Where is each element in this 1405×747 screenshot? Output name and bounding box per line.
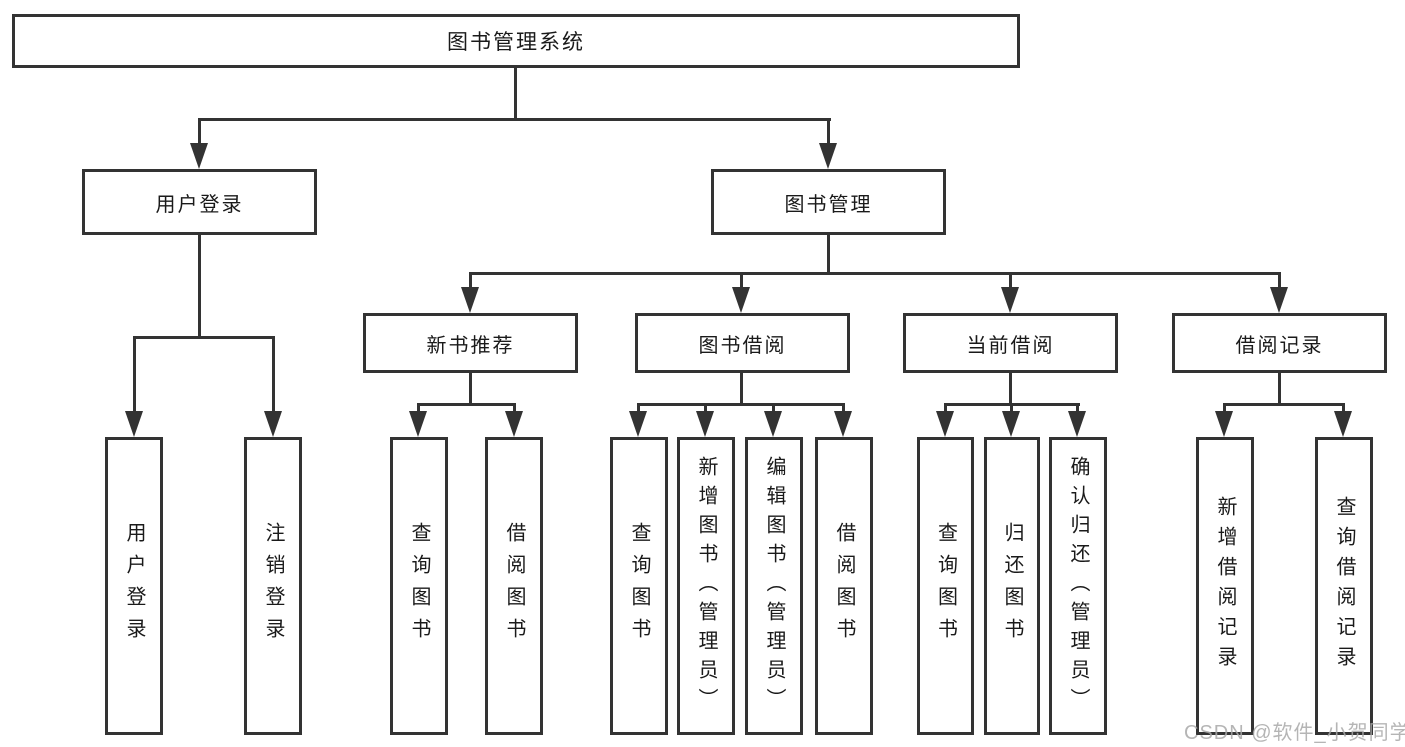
connector-line <box>740 373 743 406</box>
connector-line <box>133 336 136 413</box>
leaf-user-login: 用户登录 <box>105 437 163 735</box>
connector-line <box>1342 403 1345 413</box>
node-label: 新书推荐 <box>426 334 515 357</box>
connector-line <box>469 272 1281 275</box>
connector-line <box>772 403 775 413</box>
arrow-down-icon <box>190 143 208 169</box>
connector-line <box>514 67 517 120</box>
arrow-down-icon <box>732 287 750 313</box>
leaf-label: 借阅图书 <box>503 522 525 650</box>
connector-line <box>1076 403 1079 413</box>
connector-line <box>133 336 275 339</box>
node-label: 借阅记录 <box>1235 334 1324 357</box>
node-label: 图书借阅 <box>698 334 787 357</box>
leaf-add-books-admin: 新增图书（管理员） <box>677 437 735 735</box>
leaf-label: 注销登录 <box>262 522 284 650</box>
node-current-borrowing: 当前借阅 <box>903 313 1118 373</box>
arrow-down-icon <box>1215 411 1233 437</box>
connector-line <box>827 118 830 146</box>
arrow-down-icon <box>696 411 714 437</box>
arrow-down-icon <box>1270 287 1288 313</box>
arrow-down-icon <box>264 411 282 437</box>
leaf-label: 归还图书 <box>1001 522 1023 650</box>
leaf-borrow-books-recommend: 借阅图书 <box>485 437 543 735</box>
arrow-down-icon <box>819 143 837 169</box>
watermark: CSDN @软件_小贺同学 <box>1184 722 1405 744</box>
arrow-down-icon <box>125 411 143 437</box>
leaf-query-books-borrow: 查询图书 <box>610 437 668 735</box>
node-user-login: 用户登录 <box>82 169 317 235</box>
connector-line <box>417 403 516 406</box>
connector-line <box>637 403 845 406</box>
connector-line <box>704 403 707 413</box>
connector-line <box>1009 373 1012 406</box>
leaf-label: 查询图书 <box>408 522 430 650</box>
connector-line <box>198 118 831 121</box>
connector-line <box>637 403 640 413</box>
leaf-borrow-books: 借阅图书 <box>815 437 873 735</box>
node-label: 图书管理系统 <box>447 31 585 54</box>
connector-line <box>417 403 420 413</box>
node-label: 当前借阅 <box>966 334 1055 357</box>
connector-line <box>1009 272 1012 289</box>
arrow-down-icon <box>1334 411 1352 437</box>
leaf-label: 编辑图书（管理员） <box>763 455 785 717</box>
leaf-logout: 注销登录 <box>244 437 302 735</box>
leaf-label: 用户登录 <box>123 522 145 650</box>
connector-line <box>1223 403 1345 406</box>
arrow-down-icon <box>629 411 647 437</box>
arrow-down-icon <box>461 287 479 313</box>
arrow-down-icon <box>505 411 523 437</box>
leaf-add-borrow-record: 新增借阅记录 <box>1196 437 1254 735</box>
arrow-down-icon <box>1068 411 1086 437</box>
connector-line <box>1278 272 1281 289</box>
node-book-borrowing: 图书借阅 <box>635 313 850 373</box>
connector-line <box>469 272 472 289</box>
leaf-label: 查询图书 <box>628 522 650 650</box>
leaf-return-books: 归还图书 <box>984 437 1040 735</box>
node-label: 用户登录 <box>155 193 244 216</box>
connector-line <box>1223 403 1226 413</box>
connector-line <box>272 336 275 413</box>
leaf-query-books-recommend: 查询图书 <box>390 437 448 735</box>
connector-line <box>944 403 947 413</box>
leaf-confirm-return-admin: 确认归还（管理员） <box>1049 437 1107 735</box>
leaf-label: 新增图书（管理员） <box>695 455 717 717</box>
connector-line <box>198 235 201 338</box>
node-new-book-recommend: 新书推荐 <box>363 313 578 373</box>
leaf-label: 确认归还（管理员） <box>1067 455 1089 717</box>
arrow-down-icon <box>1002 411 1020 437</box>
leaf-query-borrow-record: 查询借阅记录 <box>1315 437 1373 735</box>
connector-line <box>1010 403 1013 413</box>
node-book-management: 图书管理 <box>711 169 946 235</box>
connector-line <box>842 403 845 413</box>
connector-line <box>740 272 743 289</box>
connector-line <box>198 118 201 146</box>
arrow-down-icon <box>1001 287 1019 313</box>
leaf-label: 借阅图书 <box>833 522 855 650</box>
arrow-down-icon <box>834 411 852 437</box>
leaf-label: 新增借阅记录 <box>1214 496 1236 676</box>
leaf-query-books-current: 查询图书 <box>917 437 974 735</box>
connector-line <box>469 373 472 406</box>
connector-line <box>1278 373 1281 406</box>
leaf-label: 查询借阅记录 <box>1333 496 1355 676</box>
arrow-down-icon <box>936 411 954 437</box>
leaf-edit-books-admin: 编辑图书（管理员） <box>745 437 803 735</box>
node-label: 图书管理 <box>784 193 873 216</box>
node-system-root: 图书管理系统 <box>12 14 1020 68</box>
connector-line <box>513 403 516 413</box>
connector-line <box>827 235 830 274</box>
leaf-label: 查询图书 <box>934 522 957 650</box>
node-borrowing-records: 借阅记录 <box>1172 313 1387 373</box>
arrow-down-icon <box>764 411 782 437</box>
arrow-down-icon <box>409 411 427 437</box>
